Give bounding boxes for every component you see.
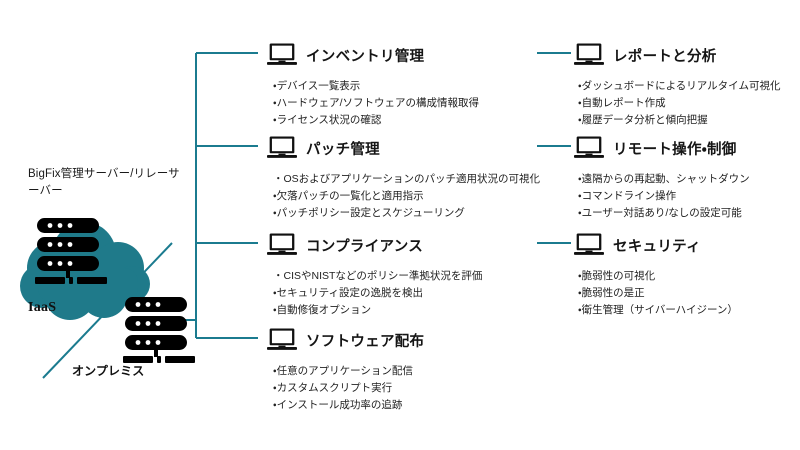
dash-connector-security [537,242,571,244]
capability-title: パッチ管理 [306,141,380,158]
laptop-icon [267,233,297,255]
laptop-icon [267,136,297,158]
capability-patch[interactable]: パッチ管理 OSおよびアプリケーションのパッチ適用状況の可視化 欠落パッチの一覧… [267,131,540,222]
capability-title: セキュリティ [613,238,701,255]
capability-inventory[interactable]: インベントリ管理 デバイス一覧表示 ハードウェア/ソフトウェアの構成情報取得 ラ… [267,38,479,129]
bullet-item: OSおよびアプリケーションのパッチ適用状況の可視化 [273,171,540,188]
bullet-item: パッチポリシー設定とスケジューリング [273,205,540,222]
iaas-label: IaaS [28,300,57,315]
dash-connector-remote [537,145,571,147]
capability-bullets: ダッシュボードによるリアルタイム可視化 自動レポート作成 履歴データ分析と傾向把… [578,78,781,129]
capability-bullets: OSおよびアプリケーションのパッチ適用状況の可視化 欠落パッチの一覧化と適用指示… [273,171,540,222]
laptop-icon [574,136,604,158]
iaas-cloud-icon [8,210,168,330]
capability-security[interactable]: セキュリティ 脆弱性の可視化 脆弱性の是正 衛生管理（サイバーハイジーン） [574,228,738,319]
capability-reporting[interactable]: レポートと分析 ダッシュボードによるリアルタイム可視化 自動レポート作成 履歴デ… [574,38,780,129]
capability-bullets: 遠隔からの再起動、シャットダウン コマンドライン操作 ユーザー対話あり/なしの設… [578,171,750,222]
bullet-item: 脆弱性の可視化 [578,268,738,285]
capability-header: セキュリティ [574,228,738,262]
capability-compliance[interactable]: コンプライアンス CISやNISTなどのポリシー準拠状況を評価 セキュリティ設定… [267,228,482,319]
bullet-item: デバイス一覧表示 [273,78,479,95]
bullet-item: 自動修復オプション [273,302,482,319]
bullet-item: CISやNISTなどのポリシー準拠状況を評価 [273,268,483,285]
bullet-item: 履歴データ分析と傾向把握 [578,112,780,129]
capability-header: ソフトウェア配布 [267,323,424,357]
capability-bullets: デバイス一覧表示 ハードウェア/ソフトウェアの構成情報取得 ライセンス状況の確認 [273,78,479,129]
capability-title: コンプライアンス [306,238,424,255]
capability-header: インベントリ管理 [267,38,479,72]
bullet-item: ハードウェア/ソフトウェアの構成情報取得 [273,95,479,112]
capability-bullets: 任意のアプリケーション配信 カスタムスクリプト実行 インストール成功率の追跡 [273,363,424,414]
bullet-item: 欠落パッチの一覧化と適用指示 [273,188,540,205]
bullet-item: 衛生管理（サイバーハイジーン） [578,302,738,319]
bullet-item: 自動レポート作成 [578,95,780,112]
bullet-item: ユーザー対話あり/なしの設定可能 [578,205,750,222]
capability-software-distribution[interactable]: ソフトウェア配布 任意のアプリケーション配信 カスタムスクリプト実行 インストー… [267,323,424,414]
capability-header: パッチ管理 [267,131,540,165]
bullet-item: カスタムスクリプト実行 [273,380,424,397]
bullet-item: ダッシュボードによるリアルタイム可視化 [578,78,781,95]
bullet-item: ライセンス状況の確認 [273,112,479,129]
bigfix-server-label: BigFix管理サーバー/リレーサーバー [28,168,180,197]
dash-connector-reporting [537,52,571,54]
laptop-icon [574,43,604,65]
capability-remote-control[interactable]: リモート操作・制御 遠隔からの再起動、シャットダウン コマンドライン操作 ユーザ… [574,131,750,222]
capability-header: レポートと分析 [574,38,780,72]
bullet-item: 脆弱性の是正 [578,285,738,302]
onpremise-label: オンプレミス [72,364,145,378]
capability-title: リモート操作・制御 [613,141,737,158]
capability-title: ソフトウェア配布 [306,333,425,350]
bullet-item: コマンドライン操作 [578,188,750,205]
laptop-icon [267,43,297,65]
onpremise-server-icon [121,297,197,376]
laptop-icon [267,328,297,350]
capability-title: レポートと分析 [613,48,717,65]
bullet-item: 遠隔からの再起動、シャットダウン [578,171,750,188]
capability-bullets: 脆弱性の可視化 脆弱性の是正 衛生管理（サイバーハイジーン） [578,268,738,319]
cloud-server-icon [33,218,109,297]
capability-title: インベントリ管理 [306,48,425,65]
bullet-item: インストール成功率の追跡 [273,397,424,414]
capability-bullets: CISやNISTなどのポリシー準拠状況を評価 セキュリティ設定の逸脱を検出 自動… [273,268,483,319]
bullet-item: 任意のアプリケーション配信 [273,363,424,380]
capability-header: コンプライアンス [267,228,482,262]
bullet-item: セキュリティ設定の逸脱を検出 [273,285,482,302]
capability-header: リモート操作・制御 [574,131,750,165]
laptop-icon [574,233,604,255]
